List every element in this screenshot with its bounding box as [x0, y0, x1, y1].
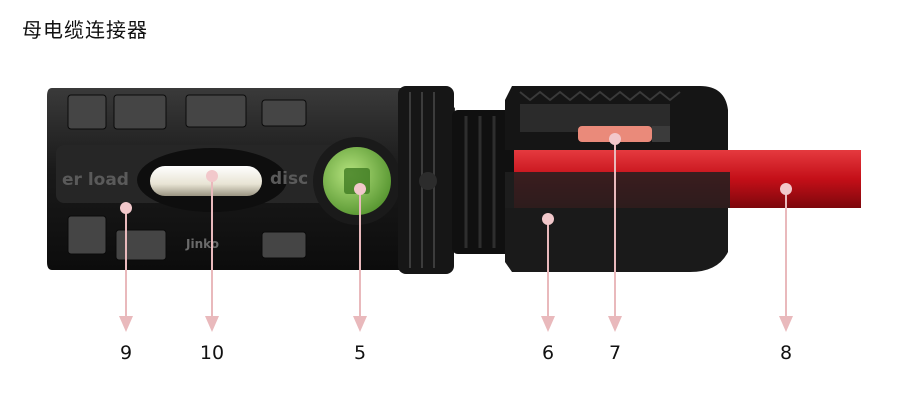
- cable-seal-shadow: [652, 126, 670, 142]
- page-title: 母电缆连接器: [22, 18, 148, 42]
- housing-windows: [67, 94, 307, 261]
- seal-section: [452, 110, 514, 254]
- body-text-middle: disc: [270, 169, 308, 189]
- nut-thread: [519, 90, 681, 102]
- callout-label-5: 5: [353, 342, 367, 364]
- callout-label-10: 10: [199, 342, 225, 364]
- callout-label-8: 8: [779, 342, 793, 364]
- metal-pin: [150, 166, 262, 196]
- nut-grip: [505, 172, 730, 208]
- callout-label-9: 9: [119, 342, 133, 364]
- callout-label-7: 7: [608, 342, 622, 364]
- cable-nut-lower: [505, 208, 728, 272]
- body-text-bottom: Jinko: [185, 237, 219, 251]
- body-text-left: er load: [62, 170, 129, 190]
- seal-ridges: [464, 116, 496, 248]
- leader-lines: [125, 139, 787, 318]
- leader-dots: [120, 133, 792, 225]
- callout-label-6: 6: [541, 342, 555, 364]
- leader-arrowheads: [119, 316, 793, 332]
- collar-bead: [419, 172, 437, 190]
